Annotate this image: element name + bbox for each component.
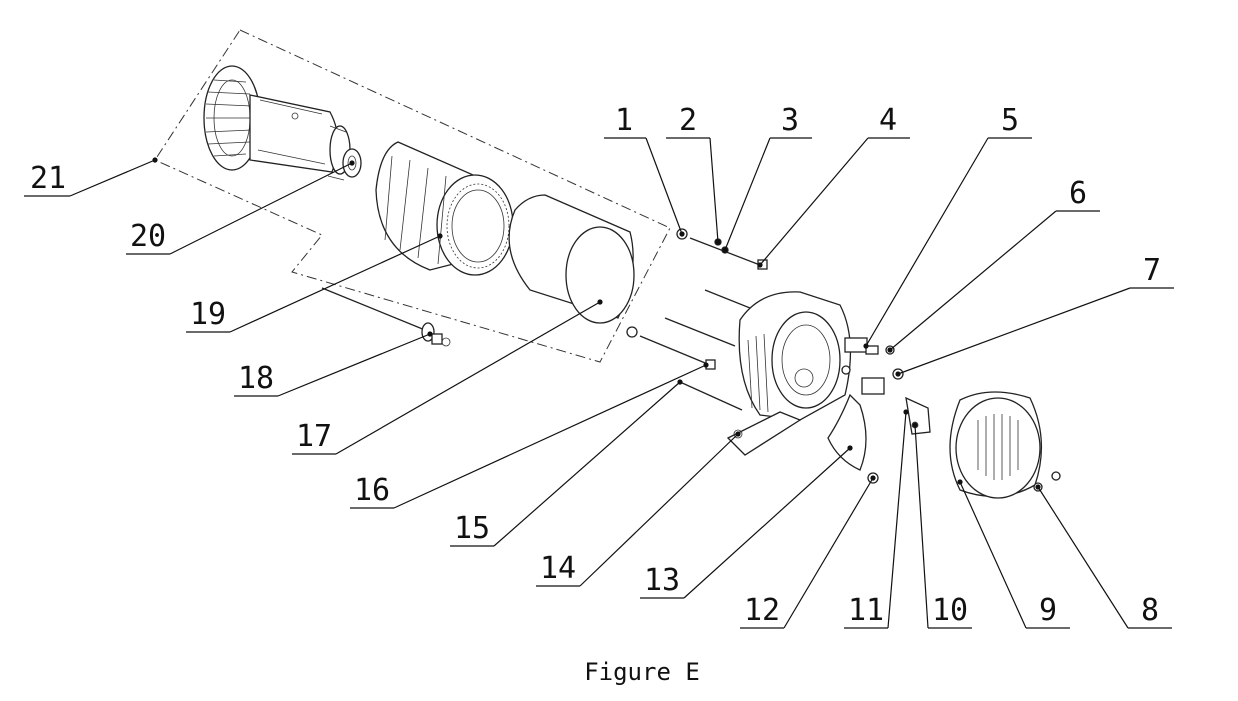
stator (375, 141, 514, 276)
callout-4: 4 (757, 103, 910, 268)
leader-line (277, 333, 431, 397)
leader-dot (903, 409, 909, 415)
leader-line (335, 301, 601, 455)
callout-21: 21 (24, 157, 158, 197)
leader-dot (703, 362, 709, 368)
callout-8: 8 (1035, 484, 1172, 629)
leader-dot (679, 231, 685, 237)
callout-19: 19 (186, 233, 443, 333)
leader-line (683, 447, 851, 599)
leader-dot (349, 160, 355, 166)
leader-line (887, 411, 907, 629)
callout-15: 15 (450, 379, 683, 547)
leader-line (914, 424, 929, 629)
callout-9: 9 (957, 479, 1070, 629)
leader-line (393, 364, 707, 509)
callout-number: 1 (615, 103, 633, 138)
leader-dot (437, 233, 443, 239)
rear-cover (949, 391, 1061, 499)
leader-dot (427, 331, 433, 337)
callout-3: 3 (722, 103, 812, 253)
rotor-fan-assembly (203, 65, 362, 181)
leader-dot (715, 239, 721, 245)
leader-line (1037, 486, 1129, 629)
callout-17: 17 (292, 299, 603, 455)
end-cap-13 (827, 393, 879, 484)
callout-number: 3 (781, 103, 799, 138)
front-housing (726, 291, 852, 456)
leader-line (865, 137, 989, 347)
assembly-group-outline (154, 29, 671, 363)
leader-line (959, 481, 1027, 629)
callout-11: 11 (844, 409, 909, 629)
callout-20: 20 (126, 160, 355, 255)
leader-line (889, 210, 1057, 351)
leader-line (493, 381, 681, 547)
callout-13: 13 (640, 445, 853, 599)
leader-dot (722, 247, 728, 253)
callout-number: 11 (848, 593, 884, 628)
callout-number: 15 (454, 511, 490, 546)
callout-number: 6 (1069, 176, 1087, 211)
callout-1: 1 (604, 103, 685, 237)
callout-5: 5 (863, 103, 1032, 349)
callout-number: 18 (238, 361, 274, 396)
leader-line (709, 137, 719, 243)
callout-7: 7 (895, 253, 1174, 377)
callout-number: 17 (296, 419, 332, 454)
callout-16: 16 (350, 362, 709, 509)
leader-line (169, 162, 353, 255)
leader-dot (757, 262, 763, 268)
leader-dot (677, 379, 683, 385)
leader-dot (887, 347, 893, 353)
callout-number: 13 (644, 563, 680, 598)
callout-number: 5 (1001, 103, 1019, 138)
leader-dot (1035, 484, 1041, 490)
callout-number: 12 (744, 593, 780, 628)
leader-dot (735, 431, 741, 437)
callout-2: 2 (666, 103, 721, 245)
leader-line (724, 137, 771, 251)
leader-line (69, 159, 156, 197)
leader-line (229, 235, 441, 333)
callout-number: 7 (1143, 253, 1161, 288)
leader-dot (863, 343, 869, 349)
leader-dot (870, 475, 876, 481)
leader-dot (912, 422, 918, 428)
leader-dot (597, 299, 603, 305)
figure-caption: Figure E (584, 658, 700, 686)
leader-line (579, 433, 739, 587)
callout-number: 16 (354, 473, 390, 508)
leader-line (897, 287, 1131, 375)
callout-number: 9 (1039, 593, 1057, 628)
callout-number: 19 (190, 297, 226, 332)
bracket-10-11 (905, 396, 931, 435)
callout-10: 10 (912, 422, 972, 629)
leader-dot (957, 479, 963, 485)
leader-dot (152, 157, 158, 163)
callout-number: 21 (30, 161, 66, 196)
callout-number: 20 (130, 219, 166, 254)
leader-line (759, 137, 869, 266)
callout-number: 2 (679, 103, 697, 138)
callout-number: 8 (1141, 593, 1159, 628)
leader-line (645, 137, 683, 235)
callout-12: 12 (740, 475, 876, 629)
leader-line (783, 477, 874, 629)
callout-6: 6 (887, 176, 1100, 353)
leader-dot (847, 445, 853, 451)
bolt-set-1-4 (676, 228, 768, 270)
callout-number: 14 (540, 551, 576, 586)
long-bolt-18 (321, 287, 451, 347)
callout-14: 14 (536, 431, 741, 587)
callout-18: 18 (234, 331, 433, 397)
callout-number: 10 (932, 593, 968, 628)
cover-cylinder (508, 194, 635, 324)
bolt-set-15-16 (626, 289, 776, 411)
brush-holder-parts (841, 337, 904, 395)
callout-number: 4 (879, 103, 897, 138)
leader-dot (895, 371, 901, 377)
